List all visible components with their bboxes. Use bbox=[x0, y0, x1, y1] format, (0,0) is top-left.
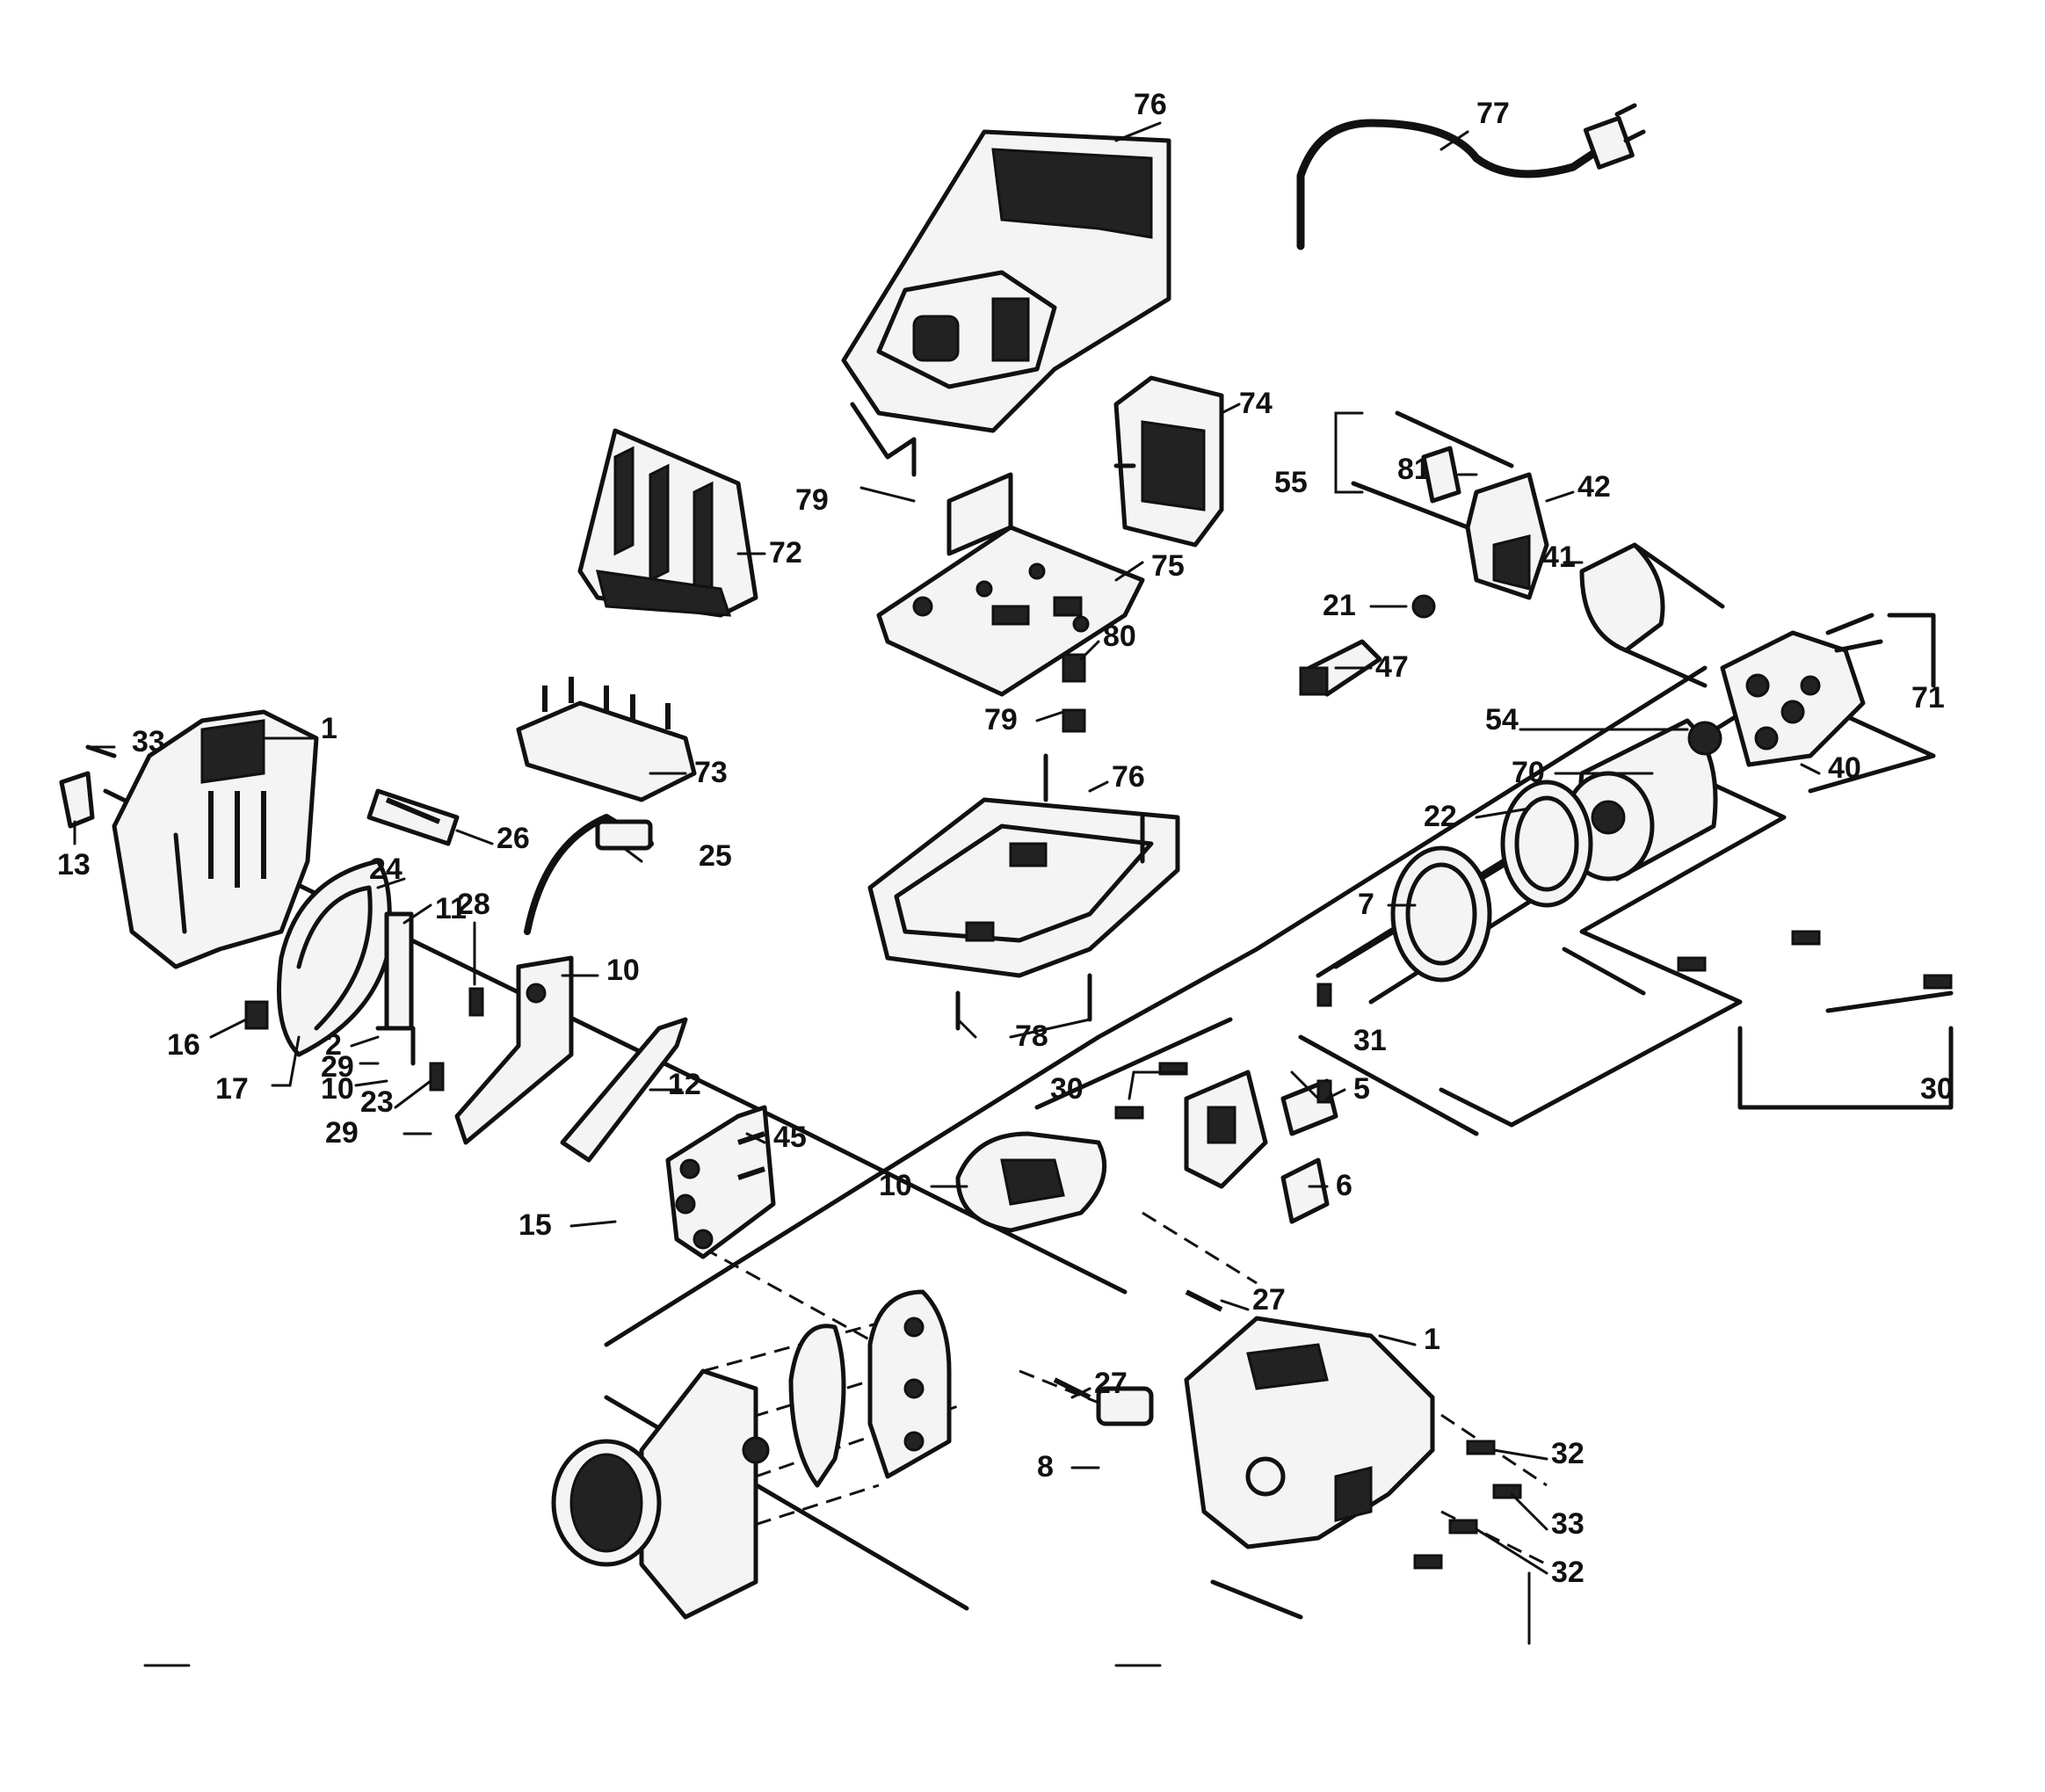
label-79-lower: 79 bbox=[984, 703, 1018, 736]
label-41: 41 bbox=[1542, 541, 1576, 574]
label-31: 31 bbox=[1353, 1024, 1387, 1057]
label-40: 40 bbox=[1828, 751, 1861, 785]
part-chain-guide bbox=[788, 1324, 846, 1488]
leader-lines bbox=[73, 121, 1821, 1645]
part-7-ring bbox=[1390, 845, 1492, 983]
part-26-connector bbox=[366, 788, 460, 846]
label-71: 71 bbox=[1911, 681, 1945, 715]
label-45: 45 bbox=[773, 1121, 807, 1154]
label-1-left: 1 bbox=[321, 712, 337, 745]
label-5: 5 bbox=[1353, 1072, 1370, 1106]
label-23: 23 bbox=[360, 1085, 394, 1119]
label-30-center: 30 bbox=[1050, 1072, 1084, 1106]
label-12: 12 bbox=[668, 1068, 701, 1101]
label-74: 74 bbox=[1239, 387, 1273, 420]
label-25: 25 bbox=[699, 839, 732, 873]
part-24-gasket bbox=[277, 859, 392, 1057]
label-21: 21 bbox=[1323, 589, 1356, 622]
part-10-gear-housing bbox=[955, 1131, 1107, 1233]
label-33-left: 33 bbox=[132, 725, 165, 758]
part-12-drive-arm bbox=[560, 1017, 688, 1163]
label-2: 2 bbox=[325, 1028, 342, 1062]
label-1-right: 1 bbox=[1424, 1323, 1440, 1356]
label-17: 17 bbox=[215, 1072, 249, 1106]
label-29-center: 29 bbox=[325, 1116, 359, 1150]
label-29-left: 29 bbox=[321, 1050, 354, 1084]
label-80: 80 bbox=[1103, 620, 1136, 653]
part-74-transformer bbox=[1113, 375, 1224, 548]
part-40-bracket bbox=[1720, 613, 1883, 767]
part-25-wire-harness bbox=[524, 814, 654, 935]
part-10-plate-left bbox=[454, 955, 574, 1145]
part-75-circuit-board bbox=[876, 472, 1145, 697]
part-4-bracket bbox=[1184, 1070, 1268, 1189]
label-76-base: 76 bbox=[1112, 760, 1145, 794]
label-27-lower: 27 bbox=[1094, 1367, 1128, 1400]
part-30-31-screws bbox=[1114, 930, 1953, 1120]
part-1-left-housing bbox=[85, 709, 319, 969]
label-15: 15 bbox=[519, 1208, 552, 1242]
label-8: 8 bbox=[1037, 1450, 1054, 1484]
part-28-screw bbox=[468, 987, 484, 1017]
label-22: 22 bbox=[1424, 800, 1457, 833]
part-77-power-cord bbox=[1296, 103, 1646, 250]
label-55: 55 bbox=[1274, 466, 1308, 499]
label-73: 73 bbox=[694, 756, 728, 789]
part-27-springs bbox=[1053, 1289, 1223, 1400]
label-32-upper: 32 bbox=[1551, 1437, 1585, 1470]
label-77: 77 bbox=[1476, 97, 1510, 130]
part-11-bracket bbox=[375, 911, 416, 1066]
label-42: 42 bbox=[1577, 470, 1611, 504]
part-72-lens bbox=[577, 428, 758, 618]
label-33-right: 33 bbox=[1551, 1507, 1585, 1541]
label-26: 26 bbox=[497, 822, 530, 855]
label-30-right: 30 bbox=[1920, 1072, 1954, 1106]
part-gear-plate bbox=[867, 1289, 952, 1479]
part-76-chassis-base bbox=[867, 753, 1180, 978]
part-labels: 76 77 74 55 81 42 79 72 75 41 21 80 47 7… bbox=[57, 88, 1954, 1589]
label-24: 24 bbox=[369, 852, 402, 886]
label-54: 54 bbox=[1485, 703, 1519, 736]
part-73-socket bbox=[516, 677, 697, 802]
part-1-right-housing bbox=[1184, 1316, 1435, 1620]
part-23-screw bbox=[429, 1062, 445, 1092]
label-47: 47 bbox=[1375, 650, 1409, 684]
label-81: 81 bbox=[1397, 453, 1431, 486]
part-6-switch bbox=[1280, 1157, 1330, 1224]
part-76-cover bbox=[841, 129, 1171, 477]
part-8-nut bbox=[1096, 1386, 1154, 1426]
label-75: 75 bbox=[1151, 549, 1185, 583]
label-72: 72 bbox=[769, 536, 802, 570]
label-13: 13 bbox=[57, 848, 91, 881]
label-79-upper: 79 bbox=[795, 483, 829, 517]
label-78: 78 bbox=[1015, 1019, 1048, 1053]
label-70: 70 bbox=[1512, 756, 1545, 789]
part-45-terminal bbox=[665, 1105, 776, 1259]
label-16: 16 bbox=[167, 1028, 200, 1062]
label-7: 7 bbox=[1358, 888, 1374, 921]
part-16-screw bbox=[244, 1000, 269, 1030]
label-27-upper: 27 bbox=[1252, 1283, 1286, 1317]
label-10-left: 10 bbox=[321, 1072, 354, 1106]
label-76-top: 76 bbox=[1134, 88, 1167, 121]
label-28: 28 bbox=[457, 888, 490, 921]
part-motor-hardware-upper-right bbox=[1299, 410, 1725, 697]
part-32-33-screws bbox=[1413, 1440, 1522, 1570]
label-11: 11 bbox=[435, 892, 467, 925]
part-22-ring bbox=[1500, 780, 1593, 908]
label-10-upper: 10 bbox=[606, 954, 640, 987]
part-sprocket-housing bbox=[551, 1368, 770, 1620]
part-13-bracket bbox=[59, 771, 95, 829]
label-10-center: 10 bbox=[879, 1169, 912, 1202]
part-78-screws bbox=[955, 973, 1092, 1031]
part-80-79-screws bbox=[1062, 653, 1086, 733]
label-32-lower: 32 bbox=[1551, 1556, 1585, 1589]
label-6: 6 bbox=[1336, 1169, 1352, 1202]
